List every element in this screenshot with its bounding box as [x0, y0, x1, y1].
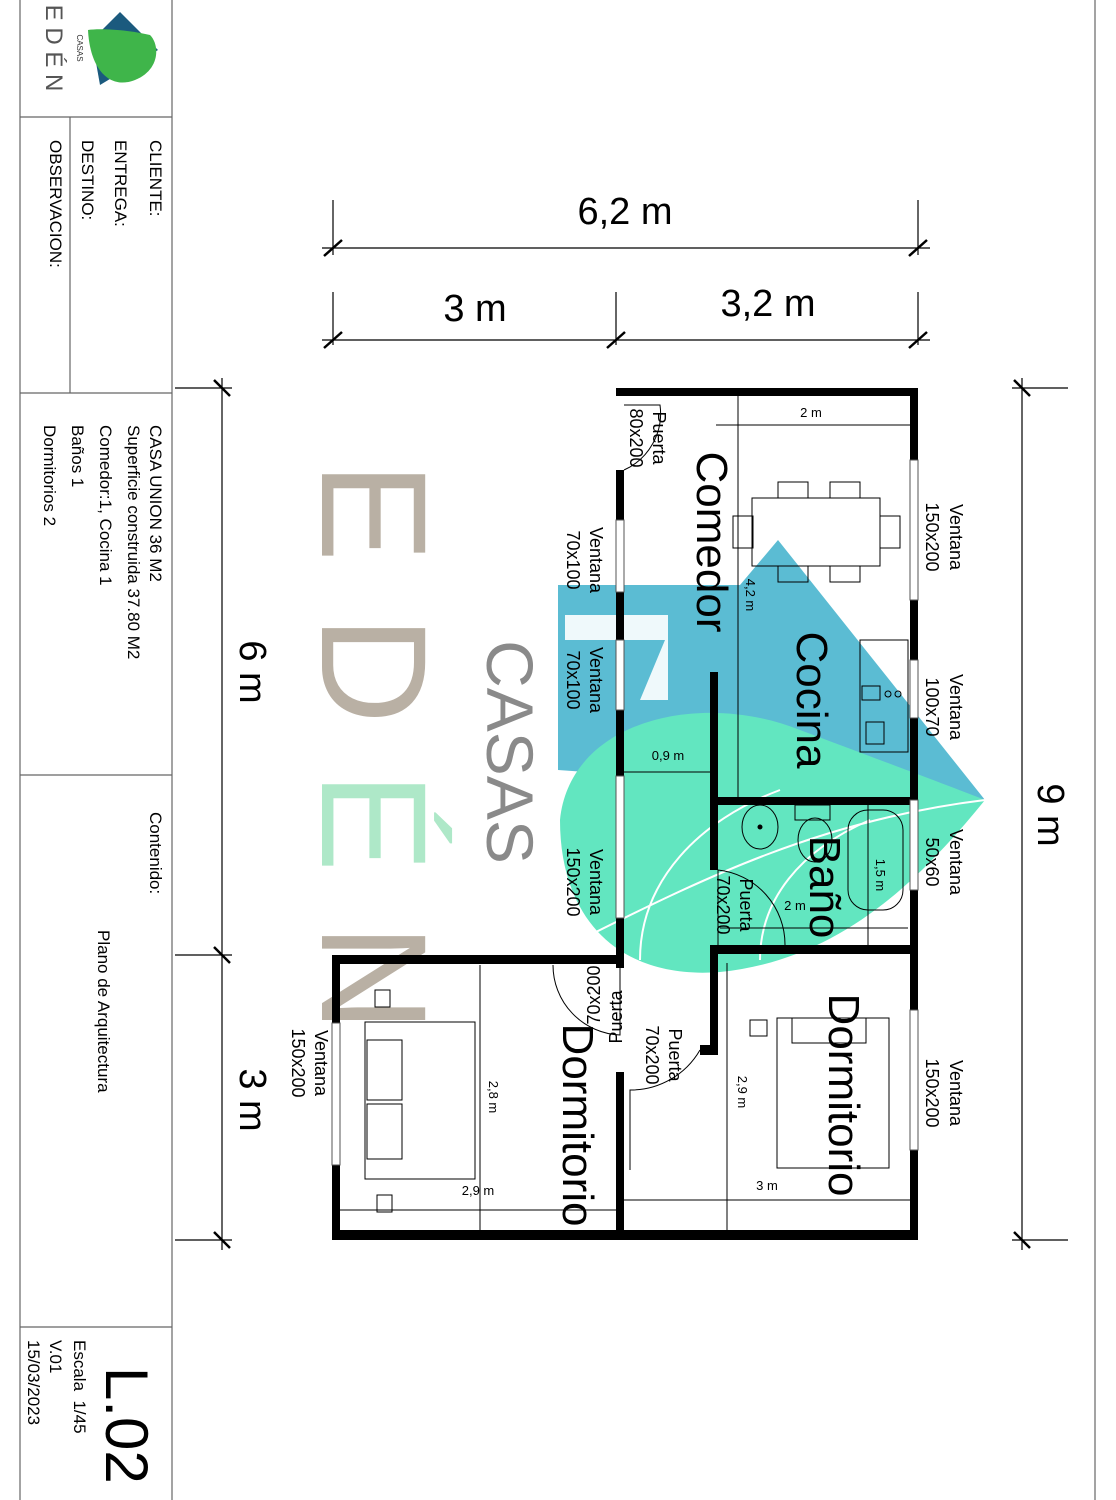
door-label: Puerta [606, 990, 626, 1044]
main-dimension-labels: 6,2 m 3 m 3,2 m 6 m 3 m 9 m [231, 191, 1071, 1132]
watermark-letter: E [290, 462, 458, 562]
field-observacion: OBSERVACION: [46, 140, 65, 268]
desc-line: Baños 1 [68, 425, 87, 487]
logo-brand-text: E D É N [40, 5, 67, 92]
dim-label: 2 m [800, 405, 822, 420]
field-destino: DESTINO: [78, 140, 97, 220]
dim-right-width: 3,2 m [720, 283, 815, 325]
watermark: E D É N CASAS [290, 462, 986, 1032]
dim-label: 2 m [784, 898, 806, 913]
field-cliente: CLIENTE: [146, 140, 165, 217]
window-size: 70x100 [563, 530, 583, 589]
window-label: Ventana [311, 1030, 331, 1097]
dim-label: 4,2 m [743, 579, 758, 612]
window-label: Ventana [946, 674, 966, 741]
window-label: Ventana [586, 527, 606, 594]
window-size: 150x200 [922, 1058, 942, 1127]
dim-label: 2,8 m [486, 1081, 501, 1114]
door-size: 70x200 [713, 875, 733, 934]
walls [331, 388, 919, 1240]
content-label: Contenido: [146, 812, 165, 894]
desc-line: Dormitorios 2 [40, 425, 59, 526]
watermark-letter: É [290, 772, 458, 872]
logo-sub-text: CASAS [75, 34, 84, 61]
watermark-letter: N [290, 924, 458, 1032]
sheet-number: L.02 [93, 1367, 160, 1484]
window-label: Ventana [586, 849, 606, 916]
window-size: 150x200 [288, 1028, 308, 1097]
dim-total-width: 6,2 m [577, 191, 672, 233]
content-value: Plano de Arquitectura [94, 930, 113, 1093]
date-text: 15/03/2023 [24, 1340, 43, 1425]
desc-line: Comedor:1, Cocina 1 [96, 425, 115, 586]
logo-leaf-icon [88, 29, 157, 83]
room-labels: Comedor Cocina Baño Dormitorio Dormitori… [553, 452, 868, 1227]
interior-guides [340, 396, 910, 1230]
opening-labels: Ventana 150x200 Ventana 100x70 Ventana 5… [288, 408, 966, 1127]
door-size: 70x200 [584, 965, 604, 1024]
dim-right-total: 9 m [1029, 783, 1071, 846]
desc-line: Superficie construida 37.80 M2 [124, 425, 143, 659]
dim-label: 1,5 m [873, 859, 888, 892]
brand-logo: E D É N CASAS [40, 5, 158, 92]
window-size: 100x70 [922, 677, 942, 736]
interior-dimension-labels: 2 m 4,2 m 0,9 m 1,5 m 2 m 2,9 m 3 m 2,8 … [462, 405, 888, 1198]
watermark-sub: CASAS [473, 640, 547, 864]
room-bano: Baño [800, 836, 849, 939]
door-label: Puerta [649, 411, 669, 465]
window-size: 150x200 [563, 847, 583, 916]
door-label: Puerta [736, 878, 756, 932]
dim-label: 3 m [756, 1178, 778, 1193]
room-dormitorio-right: Dormitorio [819, 994, 868, 1197]
window-size: 70x100 [563, 650, 583, 709]
door-size: 70x200 [642, 1025, 662, 1084]
room-cocina: Cocina [787, 632, 836, 769]
room-dormitorio-left: Dormitorio [553, 1024, 602, 1227]
scale-text: Escala 1/45 [70, 1340, 89, 1434]
window-size: 150x200 [922, 502, 942, 571]
dim-left-width: 3 m [443, 288, 506, 330]
window-label: Ventana [946, 504, 966, 571]
window-label: Ventana [586, 647, 606, 714]
title-block: CLIENTE: ENTREGA: DESTINO: OBSERVACION: … [24, 140, 165, 1484]
field-entrega: ENTREGA: [111, 140, 130, 227]
dim-label: 2,9 m [735, 1076, 750, 1109]
sheet-frame [19, 0, 1096, 1500]
window-label: Ventana [946, 829, 966, 896]
door-size: 80x200 [626, 408, 646, 467]
window-size: 50x60 [922, 837, 942, 886]
dimension-lines [175, 200, 1068, 1250]
window-label: Ventana [946, 1060, 966, 1127]
dim-label: 0,9 m [652, 748, 685, 763]
room-comedor: Comedor [687, 452, 736, 633]
version-text: V.01 [46, 1340, 65, 1373]
dim-left-lower: 3 m [231, 1068, 273, 1131]
dim-left-upper: 6 m [231, 640, 273, 703]
desc-line: CASA UNION 36 M2 [146, 425, 165, 582]
dim-label: 2,9 m [462, 1183, 495, 1198]
door-label: Puerta [665, 1028, 685, 1082]
watermark-letter: D [290, 616, 458, 724]
